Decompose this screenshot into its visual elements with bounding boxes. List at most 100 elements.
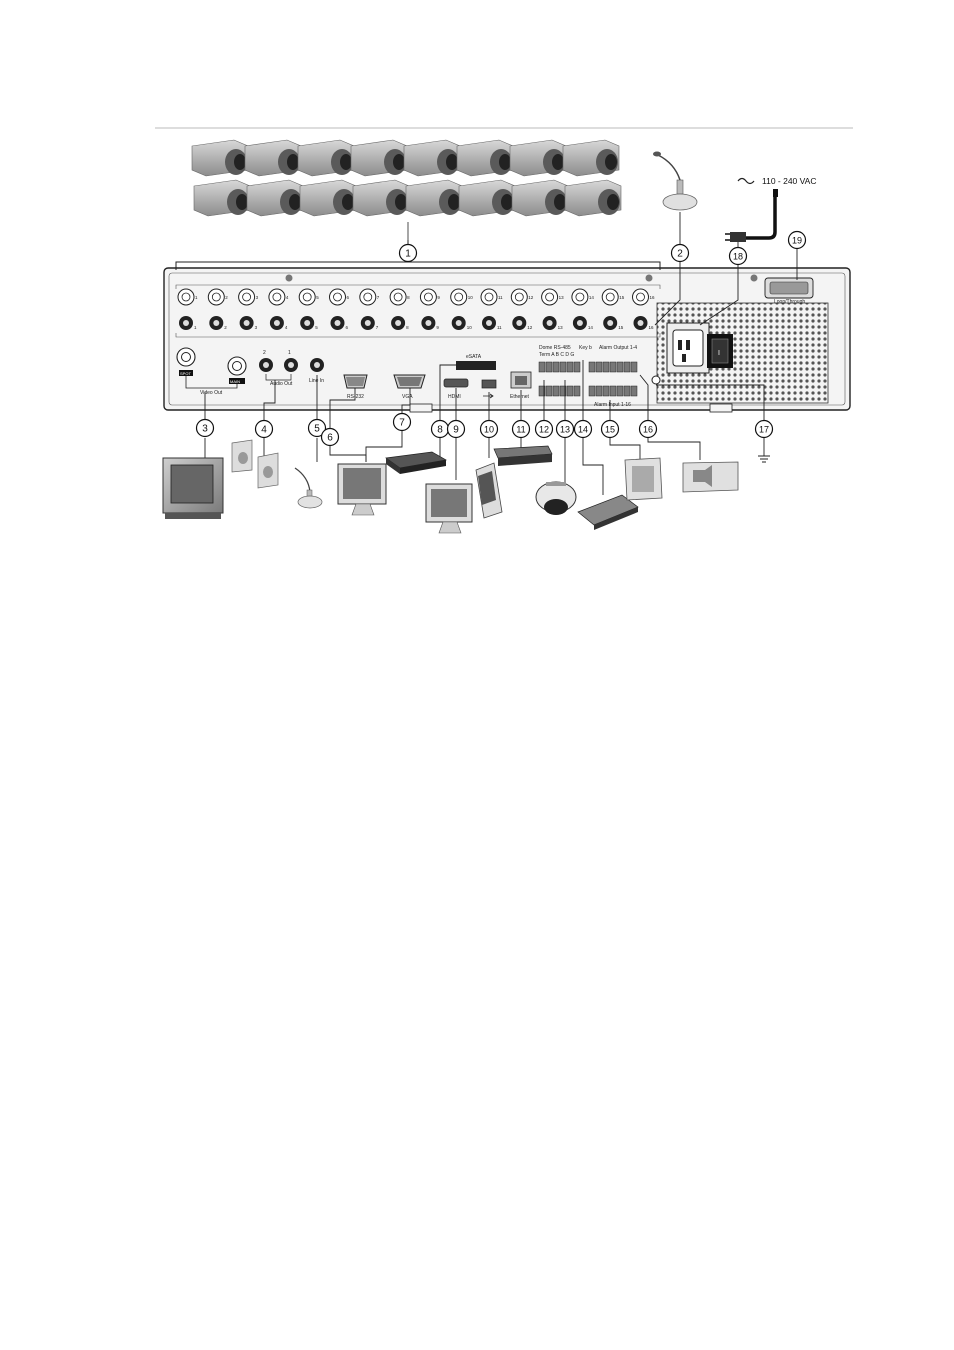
terminal-pin [624,386,630,396]
callout-10: 10 [481,421,498,438]
callout-number: 3 [202,424,208,435]
main-label: MAIN [230,379,240,384]
camera-icon [194,180,250,216]
keyboard-label: Key b [579,345,592,351]
bnc-number: 11 [498,295,503,300]
rs232-port: RS-232 [344,375,367,400]
terminal-pin [631,362,637,372]
callout-number: 5 [314,424,320,435]
video-out-label: Video Out [200,390,223,396]
bnc-number: 16 [650,295,656,300]
pc-monitor-icon [338,464,386,515]
callout-18: 18 [730,248,747,265]
alarm-input-label: Alarm Input 1-16 [594,402,631,408]
callout-number: 17 [759,425,769,435]
callout-number: 8 [437,425,443,436]
terminal-pin [589,386,595,396]
callout-number: 18 [733,252,743,262]
callout-number: 7 [399,418,405,429]
callout-number: 2 [677,249,683,260]
terminal-pin [603,386,609,396]
terminal-pin [567,362,573,372]
camera-icon [300,180,356,216]
bnc-number: 14 [588,325,594,330]
ethernet-label: Ethernet [510,394,530,400]
callout-number: 13 [560,425,570,435]
camera-icon [192,140,248,176]
ptz-dome-camera-icon [536,482,576,515]
audio-out-label: Audio Out [270,381,293,387]
svg-text:I: I [718,350,720,357]
terminal-pin [610,386,616,396]
terminal-pin [610,362,616,372]
camera-icon [457,140,513,176]
bnc-number: 15 [619,295,625,300]
callout-number: 10 [484,425,494,435]
terminal-pin [560,362,566,372]
terminal-pin [596,362,602,372]
camera-icon [565,180,621,216]
callout-17: 17 [756,421,773,438]
power-voltage-label: 110 - 240 VAC [762,176,817,186]
callout-number: 19 [792,236,802,246]
terminal-pin [631,386,637,396]
callout-7: 7 [394,414,411,431]
camera-icon [247,180,303,216]
terminal-pin [617,386,623,396]
bnc-number: 13 [558,325,564,330]
callout-number: 4 [261,425,267,436]
terminal-pin [546,386,552,396]
spot-label: SPOT [180,371,191,376]
callout-number: 15 [605,425,615,435]
callout-2: 2 [672,245,689,262]
camera-icon [510,140,566,176]
network-switch-icon [494,446,552,466]
camera-icon [404,140,460,176]
terminal-pin [617,362,623,372]
callout-15: 15 [602,421,619,438]
vga-label: VGA [402,394,413,400]
term-label: Term A B C D G [539,352,574,358]
terminal-pin [553,386,559,396]
callout-number: 9 [453,425,459,436]
camera-icon [563,140,619,176]
camera-icon [245,140,301,176]
callout-number: 11 [516,425,525,435]
microphone-small-icon [295,468,322,508]
speaker-icon [232,440,278,488]
power-inlet [667,323,709,373]
callout-number: 14 [578,425,588,435]
bnc-number: 14 [589,295,595,300]
camera-icon [406,180,462,216]
callout-number: 12 [539,425,549,435]
terminal-pin [574,386,580,396]
loop-through-label: Loop/Through [774,299,805,305]
bnc-number: 15 [618,325,624,330]
ethernet-port: Ethernet [510,372,531,400]
alarm-siren-icon [683,462,738,492]
esata-label: eSATA [466,354,482,360]
svg-text:2: 2 [263,350,266,356]
bnc-number: 12 [527,325,533,330]
terminal-pin [596,386,602,396]
dome-rs485-label: Dome RS-485 [539,345,571,351]
callout-11: 11 [513,421,530,438]
callout-3: 3 [197,420,214,437]
hdmi-label: HDMI [448,394,461,400]
external-hdd-icon [386,452,446,474]
terminal-pin [589,362,595,372]
ground-screw [652,376,660,384]
dvr-rear-panel: I Loop/Through [164,268,850,412]
callout-number: 1 [405,249,411,260]
camera-group [192,140,621,216]
bnc-number: 10 [467,325,473,330]
alarm-sensor-icon [625,458,662,500]
callout-14: 14 [575,421,592,438]
power-supply-cable: 110 - 240 VAC [725,176,817,242]
camera-icon [512,180,568,216]
callout-12: 12 [536,421,553,438]
terminal-pin [574,362,580,372]
microphone-icon [653,152,697,211]
callout-16: 16 [640,421,657,438]
